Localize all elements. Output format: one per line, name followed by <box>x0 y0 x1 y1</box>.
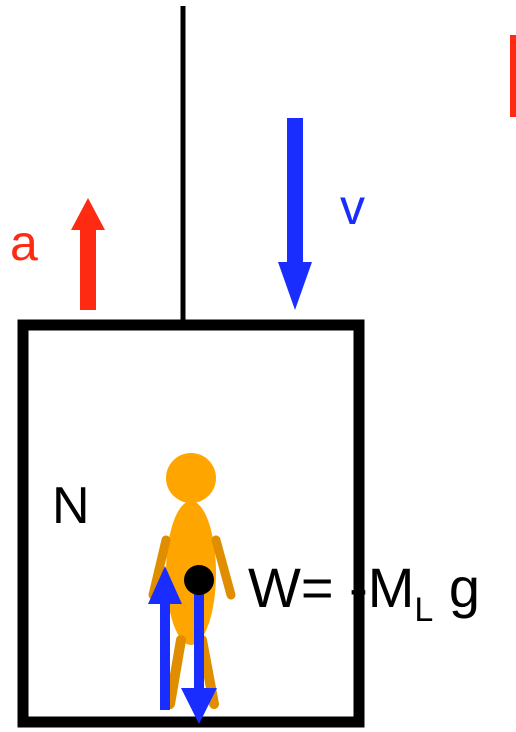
person-right-arm <box>211 535 236 600</box>
normal-force-label: N <box>52 477 90 535</box>
acceleration-label: a <box>10 215 38 271</box>
person-left-arm <box>148 535 171 600</box>
person-head <box>166 453 216 503</box>
weight-label-suffix: g <box>433 556 481 619</box>
acceleration-arrow <box>71 198 105 310</box>
weight-arrow <box>181 580 217 724</box>
edge-red-mark <box>510 35 516 117</box>
weight-label-subscript: L <box>414 591 434 629</box>
velocity-arrow <box>278 118 312 310</box>
elevator-box <box>17 319 365 728</box>
weight-label-prefix: W= -M <box>248 556 415 619</box>
normal-force-arrow <box>148 566 182 710</box>
person-left-leg <box>165 635 186 709</box>
velocity-label: v <box>340 179 365 235</box>
center-of-mass-dot <box>184 565 214 595</box>
weight-label: W= -ML g <box>248 560 480 628</box>
